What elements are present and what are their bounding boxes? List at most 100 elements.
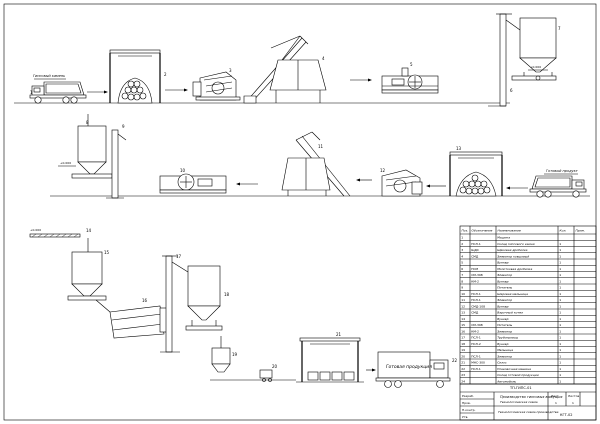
spec-cell: Бункер bbox=[497, 317, 508, 321]
dump-truck-product bbox=[529, 175, 587, 198]
spec-cell: Элеватор bbox=[496, 273, 512, 277]
spec-cell: 1 bbox=[559, 317, 561, 321]
title-heading: Производство гипсовых вяжущих bbox=[500, 395, 563, 399]
spec-cell: 1 bbox=[559, 254, 561, 258]
spec-cell: Питатель bbox=[497, 286, 512, 290]
spec-cell: 1 bbox=[559, 373, 561, 377]
spec-cell: Молотковая дробилка bbox=[497, 267, 532, 271]
num-4: 4 bbox=[322, 56, 325, 61]
num-3: 3 bbox=[229, 68, 232, 73]
product-truck-label: Готовая продукция bbox=[386, 364, 432, 370]
num-15: 15 bbox=[104, 250, 110, 255]
spec-cell: 6 bbox=[461, 267, 463, 271]
num-12: 12 bbox=[380, 168, 386, 173]
sheet-frame bbox=[3, 3, 597, 421]
spec-cell: МНС-300 bbox=[471, 361, 485, 365]
spec-cell: СМД-108 bbox=[471, 304, 485, 308]
num-6: 6 bbox=[510, 88, 513, 93]
spec-cell: 13 bbox=[461, 311, 465, 315]
num-9: 9 bbox=[122, 124, 125, 129]
level-mark-left: +0.000 bbox=[60, 161, 71, 165]
spec-cell: 1 bbox=[461, 236, 463, 240]
jaw-crusher-2 bbox=[381, 169, 423, 197]
title-role-2: Пров. bbox=[462, 401, 471, 405]
product-warehouse bbox=[296, 337, 364, 383]
num-13: 13 bbox=[456, 146, 462, 151]
row-2: 8 +0.000 9 10 bbox=[50, 114, 590, 199]
vertical-elevator-2 bbox=[106, 129, 127, 199]
spec-cell: Элеватор bbox=[496, 354, 512, 358]
spec-cell: 17 bbox=[461, 336, 465, 340]
spec-cell: 3 bbox=[461, 248, 463, 252]
stone-warehouse bbox=[109, 49, 161, 104]
spec-cell: 1 bbox=[559, 273, 561, 277]
title-sheet-label: Лист bbox=[551, 394, 559, 398]
spec-cell: 4 bbox=[461, 254, 463, 258]
num-14: 14 bbox=[86, 228, 92, 233]
spec-cell: 24 bbox=[461, 379, 465, 383]
spec-cell: 21 bbox=[461, 361, 465, 365]
num-2: 2 bbox=[164, 72, 167, 77]
spec-cell: 1 bbox=[559, 248, 561, 252]
spec-cell: ЩДС bbox=[471, 248, 479, 252]
silo-2 bbox=[71, 114, 113, 179]
spec-cell: 23 bbox=[461, 373, 465, 377]
num-22: 22 bbox=[452, 358, 458, 363]
title-code: ТП-ГИПС-01 bbox=[509, 386, 532, 390]
packing-machine bbox=[210, 336, 296, 382]
spec-cell: 14 bbox=[461, 317, 465, 321]
silo-3 bbox=[185, 265, 223, 331]
num-10: 10 bbox=[180, 168, 186, 173]
num-21: 21 bbox=[336, 332, 342, 337]
spec-cell: Бункер bbox=[497, 279, 508, 283]
num-20: 20 bbox=[272, 364, 278, 369]
spec-cell: СМ-398 bbox=[471, 323, 483, 327]
num-17: 17 bbox=[176, 254, 182, 259]
spec-cell: ПСЛ-1 bbox=[471, 336, 481, 340]
spec-cell: 1 bbox=[559, 342, 561, 346]
spec-cell: 5 bbox=[461, 261, 463, 265]
feed-pipe bbox=[29, 233, 81, 238]
spec-cell: Щековая дробилка bbox=[497, 248, 527, 252]
spec-cell: 1 bbox=[559, 361, 561, 365]
bucket-elevator-2 bbox=[281, 131, 351, 197]
spec-cell: 18 bbox=[461, 342, 465, 346]
raw-delivery-label: Гипсовый камень bbox=[33, 74, 65, 78]
spec-cell: 10 bbox=[461, 292, 465, 296]
title-role-1: Разраб. bbox=[462, 394, 474, 398]
title-sheets-total: 1 bbox=[572, 401, 574, 405]
spec-cell: 1 bbox=[559, 304, 561, 308]
spec-cell: Склад готовой продукции bbox=[497, 373, 539, 377]
spec-cell: 1 bbox=[559, 348, 561, 352]
spec-cell: Мельница bbox=[497, 348, 513, 352]
spec-cell: 1 bbox=[559, 261, 561, 265]
spec-cell: Шаровая мельница bbox=[497, 292, 528, 296]
spec-cell: Бункер bbox=[497, 304, 508, 308]
spec-cell: ПСМ bbox=[471, 267, 478, 271]
spec-cell: 1 bbox=[559, 329, 561, 333]
spec-cell: КМ-2 bbox=[471, 279, 479, 283]
spec-cell: Машина bbox=[497, 236, 510, 240]
spec-cell: 1 bbox=[559, 354, 561, 358]
dump-truck-raw bbox=[29, 81, 87, 104]
spec-cell: 1 bbox=[559, 323, 561, 327]
spec-header-4: Прим. bbox=[576, 229, 585, 233]
spec-cell: 2 bbox=[461, 242, 463, 246]
title-sheets-label: Листов bbox=[568, 394, 579, 398]
spec-cell: СМ-398 bbox=[471, 273, 483, 277]
spec-cell: Автомобиль bbox=[496, 379, 516, 383]
spec-cell: ПСЛ-1 bbox=[471, 298, 481, 302]
spec-cell: 1 bbox=[559, 242, 561, 246]
title-role-3: Н.контр. bbox=[462, 408, 475, 412]
spec-cell: 1 bbox=[559, 298, 561, 302]
title-drawing-name: Технологическая схема производства bbox=[498, 410, 559, 414]
spec-cell: Трубопровод bbox=[497, 336, 518, 340]
silo-1 bbox=[511, 17, 557, 81]
spec-cell: 7 bbox=[461, 273, 463, 277]
spec-cell: Бункер bbox=[497, 342, 508, 346]
row-1: Гипсовый камень 1 2 3 bbox=[14, 13, 561, 107]
num-19: 19 bbox=[232, 352, 238, 357]
spec-cell: 1 bbox=[559, 336, 561, 340]
spec-cell: СМД bbox=[471, 254, 479, 258]
